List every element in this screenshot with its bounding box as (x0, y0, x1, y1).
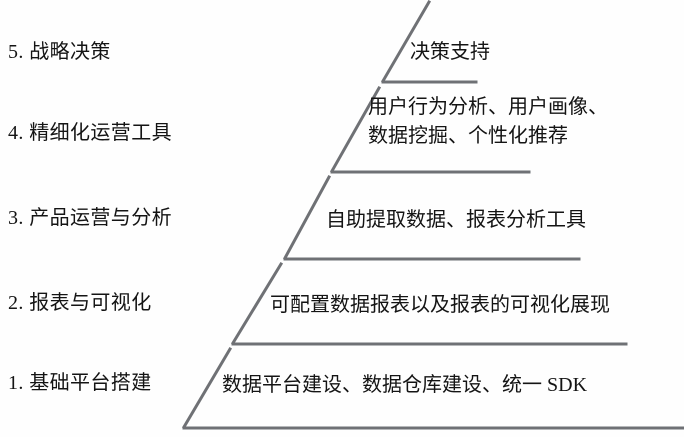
tier-content-1: 数据平台建设、数据仓库建设、统一 SDK (222, 374, 588, 396)
tier-content-4: 用户行为分析、用户画像、 数据挖掘、个性化推荐 (368, 93, 658, 151)
tier-label-5: 5. 战略决策 (8, 41, 111, 63)
tier-content-4-line-2: 数据挖掘、个性化推荐 (368, 125, 568, 147)
pyramid-edge-tier3 (282, 174, 332, 261)
tier-content-2: 可配置数据报表以及报表的可视化展现 (270, 294, 610, 316)
tier-label-2: 2. 报表与可视化 (8, 292, 152, 314)
pyramid-edge-tier2 (230, 261, 284, 346)
tier-content-4-line-1: 用户行为分析、用户画像、 (368, 96, 608, 118)
tier-label-1: 1. 基础平台搭建 (8, 372, 152, 394)
pyramid-edge-tier4 (329, 85, 382, 174)
tier-label-4: 4. 精细化运营工具 (8, 122, 172, 144)
tier-content-3: 自助提取数据、报表分析工具 (326, 209, 586, 231)
tier-content-5: 决策支持 (410, 41, 490, 63)
pyramid-edge-tier5 (380, 0, 432, 84)
pyramid-edge-tier1 (181, 346, 233, 430)
tier-label-3: 3. 产品运营与分析 (8, 207, 172, 229)
